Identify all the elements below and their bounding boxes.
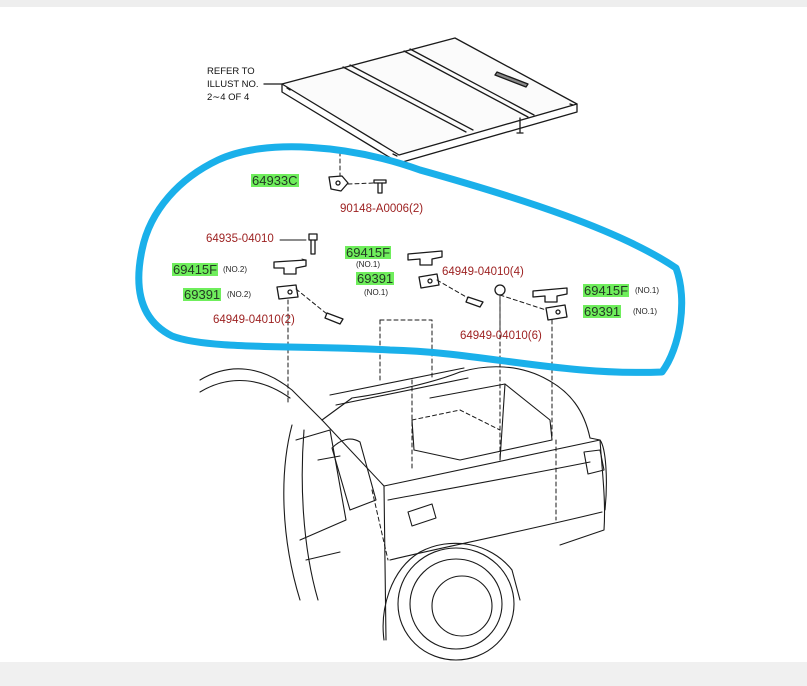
- screw-part-left: [324, 312, 344, 325]
- note-no1-center-lower: (NO.1): [364, 288, 388, 297]
- part-label-69391-left[interactable]: 69391: [183, 287, 222, 302]
- tonneau-cover-illustration: [263, 37, 578, 164]
- hinge-part-no1-right: [545, 304, 568, 321]
- hinge-part-no2: [276, 284, 299, 300]
- bottom-border-strip: [0, 662, 807, 686]
- part-label-69415f-center[interactable]: 69415F: [345, 245, 392, 260]
- note-no1-right-upper: (NO.1): [635, 286, 659, 295]
- part-label-64933c[interactable]: 64933C: [251, 173, 299, 188]
- note-no2-lower: (NO.2): [227, 290, 251, 299]
- cap-part-right: [494, 284, 506, 296]
- bolt-part-upper: [373, 179, 387, 194]
- bracket-part-upper: [328, 175, 349, 192]
- note-no1-right-lower: (NO.1): [633, 307, 657, 316]
- clip-part-no2: [273, 259, 307, 275]
- screw-part-center: [465, 296, 484, 308]
- clip-part-no1-center: [407, 250, 443, 266]
- part-label-90148[interactable]: 90148-A0006(2): [340, 203, 424, 215]
- truck-hidden-lines: [371, 439, 557, 561]
- clip-part-no1-right: [532, 287, 568, 303]
- part-label-69391-right[interactable]: 69391: [583, 304, 622, 319]
- part-label-64935[interactable]: 64935-04010: [206, 233, 274, 245]
- refer-note-line-2: ILLUST NO.: [207, 79, 259, 90]
- part-label-69391-center[interactable]: 69391: [356, 271, 395, 286]
- part-label-64949-4[interactable]: 64949-04010(4): [442, 266, 524, 278]
- note-no2-upper: (NO.2): [223, 265, 247, 274]
- refer-note-line-3: 2∼4 OF 4: [207, 92, 250, 103]
- assembly-dashed-lines: [287, 151, 553, 471]
- hinge-part-no1-center: [418, 273, 440, 289]
- top-border-strip: [0, 0, 807, 7]
- part-label-69415f-right[interactable]: 69415F: [583, 283, 630, 298]
- part-label-64949-2[interactable]: 64949-04010(2): [213, 314, 295, 326]
- part-label-69415f-left[interactable]: 69415F: [172, 262, 219, 277]
- bolt-part-vertical: [308, 233, 318, 255]
- solid-leader-lines: [279, 239, 501, 331]
- part-label-64949-6[interactable]: 64949-04010(6): [460, 330, 542, 342]
- pickup-truck-illustration: [199, 366, 607, 661]
- note-no1-center-upper: (NO.1): [356, 260, 380, 269]
- refer-note-line-1: REFER TO: [207, 66, 255, 77]
- blue-highlight-outline: [135, 143, 686, 376]
